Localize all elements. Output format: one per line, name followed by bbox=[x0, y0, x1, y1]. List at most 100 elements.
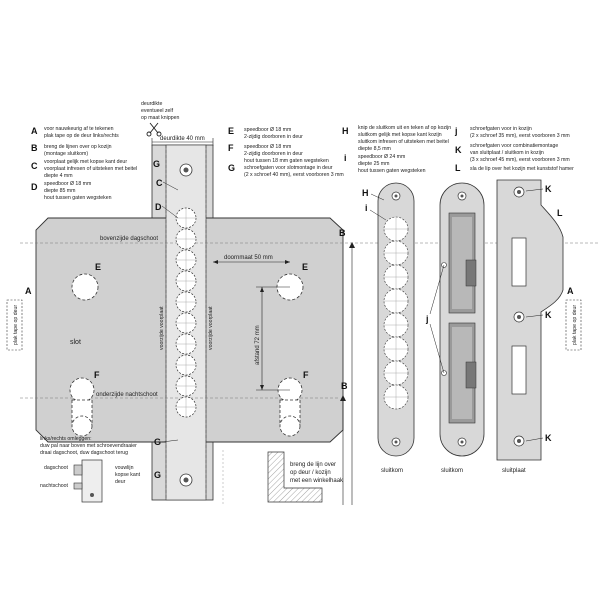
faceplate-label-left: voorzijde voorplaat bbox=[159, 306, 165, 350]
callout-l: L bbox=[557, 208, 563, 218]
callout-k-top: K bbox=[545, 184, 552, 194]
arrow-b-main: B bbox=[339, 228, 355, 505]
fold-line-note: vouwlijn kopse kant deur bbox=[115, 465, 141, 485]
fold-note-line-1: vouwlijn bbox=[115, 465, 134, 471]
cut-note-line-2: eventueel zelf bbox=[141, 108, 174, 114]
callout-i: i bbox=[365, 203, 368, 213]
keep-metal: j sluitkom bbox=[425, 182, 485, 474]
callout-a-left: A bbox=[25, 286, 32, 296]
reverse-note-line-2: duw pal naar boven met schroevendraaier bbox=[40, 443, 137, 449]
callout-g-bottom: G bbox=[154, 470, 161, 480]
deadbolt-label: nachtschoot bbox=[40, 483, 69, 489]
callout-k-bottom: K bbox=[545, 433, 552, 443]
legend-l-line-1: sla de lip over het kozijn met kunststof… bbox=[470, 166, 574, 172]
legend-letter-l: L bbox=[455, 163, 461, 173]
screw-hole-g-bottom bbox=[179, 473, 193, 487]
cut-note: deurdikte eventueel zelf op maat knippen bbox=[141, 101, 179, 121]
tape-marker-right: A plak tape op deur bbox=[565, 286, 582, 351]
callout-f-right: F bbox=[303, 370, 309, 380]
keep-label-2: sluitkom bbox=[441, 468, 463, 474]
keep-template: H i sluitkom bbox=[362, 182, 415, 474]
keep-label-1: sluitkom bbox=[381, 468, 403, 474]
legend-f-line-2: 2-zijdig doorboren in deur bbox=[244, 151, 303, 157]
callout-d: D bbox=[155, 202, 162, 212]
legend-e-line-2: 2-zijdig doorboren in deur bbox=[244, 134, 303, 140]
legend-c-line-2: voorplaat infresen of uitsteken met beit… bbox=[44, 166, 137, 172]
legend-d-line-2: diepte 85 mm bbox=[44, 188, 75, 194]
backset-dimension: doornmaat 50 mm bbox=[213, 255, 290, 264]
callout-g-mid: G bbox=[154, 437, 161, 447]
legend-h-line-3: sluitkom infresen of uitsteken met beite… bbox=[358, 139, 449, 145]
legend-h-line-4: diepte 8,5 mm bbox=[358, 146, 391, 152]
legend-f-line-3: hout tussen 18 mm gaten wegsteken bbox=[244, 158, 329, 164]
cut-note-line-1: deurdikte bbox=[141, 101, 162, 107]
lock-label: slot bbox=[70, 339, 81, 346]
callout-b-bottom: B bbox=[341, 381, 348, 391]
legend-i-line-2: diepte 25 mm bbox=[358, 161, 389, 167]
legend-letter-k: K bbox=[455, 145, 462, 155]
arrow-b-lower: B bbox=[340, 381, 348, 505]
tape-marker-left: A plak tape op deur bbox=[6, 286, 32, 351]
hole-f-right bbox=[277, 377, 303, 437]
legend-a-line-1: voor nauwkeurig af te tekenen bbox=[44, 126, 114, 132]
strike-plate: K K K L sluitplaat bbox=[496, 179, 564, 474]
angle-note-line-1: breng de lijn over bbox=[290, 462, 336, 468]
cut-note-line-3: op maat knippen bbox=[141, 115, 179, 121]
legend-h-line-2: sluitkom gelijk met kopse kant kozijn bbox=[358, 132, 442, 138]
callout-h: H bbox=[362, 188, 369, 198]
callout-b-top: B bbox=[339, 228, 346, 238]
hole-f-left bbox=[69, 377, 95, 437]
legend-b-line-2: (montage sluitkom) bbox=[44, 151, 88, 157]
callout-j: j bbox=[425, 314, 429, 324]
callout-f-left: F bbox=[94, 370, 100, 380]
legend-a-line-2: plak tape op de deur links/rechts bbox=[44, 133, 119, 139]
legend-letter-c: C bbox=[31, 161, 38, 171]
legend-d-line-1: speedboor Ø 18 mm bbox=[44, 181, 91, 187]
callout-c: C bbox=[156, 178, 163, 188]
legend-e-line-1: speedboor Ø 18 mm bbox=[244, 127, 291, 133]
legend-g-line-2: (2 x schroef 40 mm), eerst voorboren 3 m… bbox=[244, 172, 344, 178]
legend-letter-f: F bbox=[228, 143, 234, 153]
bottom-deadbolt-label: onderzijde nachtschoot bbox=[96, 392, 158, 398]
lock-template: bovenzijde dagschoot onderzijde nachtsch… bbox=[20, 144, 600, 501]
legend-k-line-2: van sluitplaat / sluitkom in kozijn bbox=[470, 150, 544, 156]
fold-note-line-2: kopse kant bbox=[115, 472, 141, 478]
legend-d-line-3: hout tussen gaten wegsteken bbox=[44, 195, 112, 201]
strike-label: sluitplaat bbox=[502, 468, 526, 474]
callout-a-right: A bbox=[567, 286, 574, 296]
legend-i-line-3: hout tussen gaten wegsteken bbox=[358, 168, 426, 174]
legend: A voor nauwkeurig af te tekenen plak tap… bbox=[31, 125, 574, 201]
screw-hole-g-top bbox=[179, 163, 193, 177]
legend-h-line-1: knip de sluitkom uit en teken af op kozi… bbox=[358, 125, 451, 131]
legend-b-line-1: breng de lijnen over op kozijn bbox=[44, 144, 112, 150]
legend-j-line-2: (2 x schroef 35 mm), eerst voorboren 3 m… bbox=[470, 133, 570, 139]
legend-f-line-1: speedboor Ø 18 mm bbox=[244, 144, 291, 150]
legend-letter-g: G bbox=[228, 163, 235, 173]
center-distance-dimension: afstand 72 mm bbox=[255, 286, 290, 391]
callout-e-right: E bbox=[302, 262, 308, 272]
fold-note-line-3: deur bbox=[115, 479, 126, 485]
legend-letter-b: B bbox=[31, 143, 38, 153]
reverse-note-line-1: links/rechts omleggen: bbox=[40, 436, 92, 442]
angle-note-line-3: met een winkelhaak bbox=[290, 478, 344, 484]
door-thickness-label: deurdikte 40 mm bbox=[160, 136, 205, 142]
legend-k-line-3: (3 x schroef 45 mm), eerst voorboren 3 m… bbox=[470, 157, 570, 163]
legend-letter-i: i bbox=[344, 153, 347, 163]
legend-k-line-1: schroefgaten voor combinatiemontage bbox=[470, 143, 558, 149]
reverse-latch-note: links/rechts omleggen: duw pal naar bove… bbox=[40, 436, 137, 456]
backset-label: doornmaat 50 mm bbox=[224, 255, 273, 261]
legend-c-line-1: voorplaat gelijk met kopse kant deur bbox=[44, 159, 127, 165]
legend-letter-d: D bbox=[31, 182, 38, 192]
tape-label-right: plak tape op deur bbox=[572, 305, 578, 345]
scissors-icon bbox=[146, 122, 162, 137]
callout-g-top: G bbox=[153, 159, 160, 169]
mini-lock-illustration: dagschoot nachtschoot bbox=[40, 459, 103, 503]
legend-i-line-1: speedboor Ø 24 mm bbox=[358, 154, 405, 160]
center-distance-label: afstand 72 mm bbox=[255, 325, 261, 365]
latch-label: dagschoot bbox=[44, 465, 68, 471]
legend-letter-e: E bbox=[228, 126, 234, 136]
tape-label-left: plak tape op deur bbox=[13, 305, 19, 345]
legend-c-line-3: diepte 4 mm bbox=[44, 173, 73, 179]
top-latch-label: bovenzijde dagschoot bbox=[100, 236, 158, 242]
